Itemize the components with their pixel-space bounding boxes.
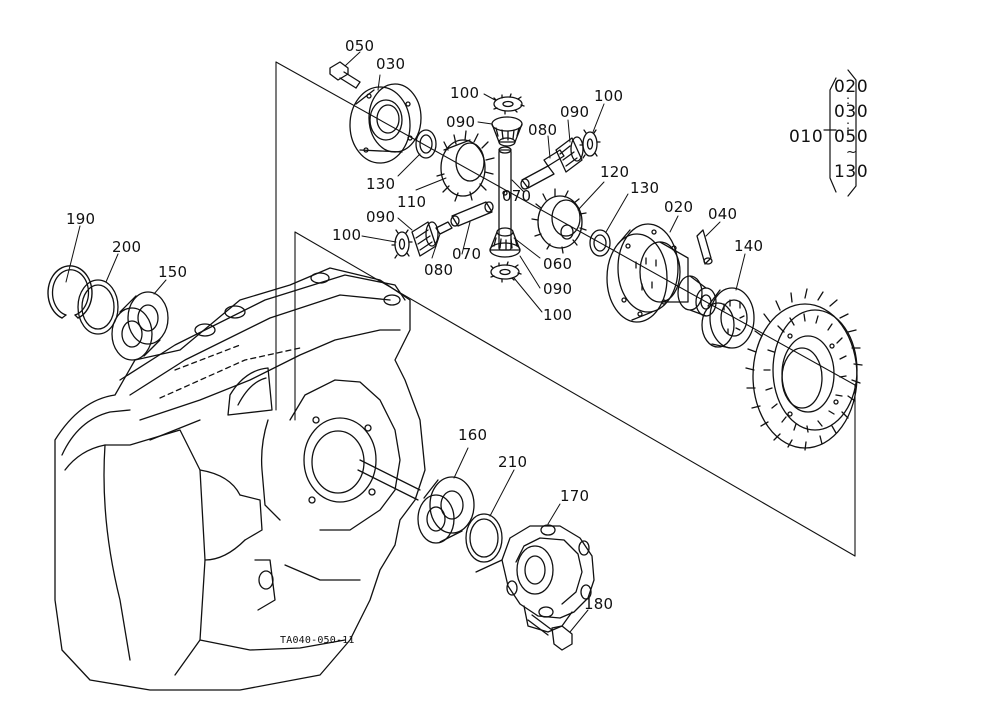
callout-100-washer-top: 100 — [450, 84, 480, 102]
assembly-key-bracket — [823, 69, 857, 197]
callout-090-pinion-bottom: 090 — [543, 280, 573, 298]
callout-090-pinion-top: 090 — [446, 113, 476, 131]
callout-170-bearing-holder: 170 — [560, 487, 590, 505]
assembly-key-separator-3: ~ — [846, 145, 858, 160]
callout-080-pin-upper: 080 — [528, 121, 558, 139]
side-gear-110 — [436, 130, 495, 202]
assembly-key-separator-2: : — [846, 118, 851, 132]
pinion-shaft-070-lower — [450, 201, 494, 227]
callout-020-diff-case: 020 — [664, 198, 694, 216]
seal-ring-210 — [465, 513, 503, 563]
pinion-gear-090-bottom — [489, 227, 521, 258]
callout-130-washer-upper: 130 — [366, 175, 396, 193]
callout-180-bolt: 180 — [584, 595, 614, 613]
thrust-washer-130-upper — [415, 129, 437, 159]
callout-100-washer-right: 100 — [594, 87, 624, 105]
assembly-key-item-050: 050 — [834, 127, 869, 147]
leader-lines — [65, 51, 746, 633]
stud-040 — [696, 229, 713, 265]
assembly-key-item-130: 130 — [834, 162, 869, 182]
ring-gear — [745, 288, 863, 451]
pinion-shaft-070-upper — [520, 165, 555, 190]
callout-140-bearing: 140 — [734, 237, 764, 255]
bearing-holder-170 — [475, 524, 595, 633]
assembly-key-item-020: 020 — [834, 77, 869, 97]
callout-160-bearing: 160 — [458, 426, 488, 444]
callout-130-washer-lower: 130 — [630, 179, 660, 197]
callout-050-bolt: 050 — [345, 37, 375, 55]
pinion-gear-090-right — [555, 136, 584, 173]
snap-ring-190 — [47, 265, 93, 319]
callout-040-stud: 040 — [708, 205, 738, 223]
pin-080-lower — [435, 221, 453, 235]
thrust-washer-130-lower — [589, 229, 611, 257]
thrust-washer-100-right — [579, 129, 601, 159]
callout-100-washer-bottom: 100 — [543, 306, 573, 324]
thrust-washer-100-left — [391, 229, 413, 259]
assembly-key-item-030: 030 — [834, 102, 869, 122]
drawing-code: TA040-050-11 — [280, 635, 355, 646]
bolt-180 — [527, 614, 573, 651]
side-gear-120 — [531, 188, 587, 254]
seal-ring-200 — [77, 279, 119, 335]
callout-190-snap-ring: 190 — [66, 210, 96, 228]
thrust-washer-100-bottom — [490, 261, 522, 283]
callout-030-cover: 030 — [376, 55, 406, 73]
callout-200-seal-ring: 200 — [112, 238, 142, 256]
differential-case-020 — [606, 223, 717, 323]
ball-bearing-160 — [417, 476, 475, 544]
callout-060-cross-shaft: 060 — [543, 255, 573, 273]
transmission-housing — [54, 267, 426, 691]
callout-110-side-gear: 110 — [397, 193, 427, 211]
callout-120-side-gear: 120 — [600, 163, 630, 181]
thrust-washer-100-top — [493, 93, 525, 115]
callout-090-pinion-left: 090 — [366, 208, 396, 226]
assembly-key-separator-1: : — [846, 93, 851, 107]
pinion-gear-090-top — [491, 116, 523, 147]
callout-070-shaft-lower: 070 — [452, 245, 482, 263]
callout-210-seal-ring: 210 — [498, 453, 528, 471]
assembly-key-parent-010: 010 — [789, 127, 824, 147]
callout-080-pin-lower: 080 — [424, 261, 454, 279]
callout-150-bearing: 150 — [158, 263, 188, 281]
bolt-050 — [329, 61, 361, 89]
taper-bearing-140 — [701, 287, 755, 349]
callout-090-pinion-right: 090 — [560, 103, 590, 121]
pin-080-upper — [543, 149, 565, 167]
callout-070-shaft-upper: 070 — [502, 187, 532, 205]
ball-bearing-150 — [111, 291, 169, 361]
diff-case-cover-030 — [349, 83, 422, 164]
callout-100-washer-left: 100 — [332, 226, 362, 244]
